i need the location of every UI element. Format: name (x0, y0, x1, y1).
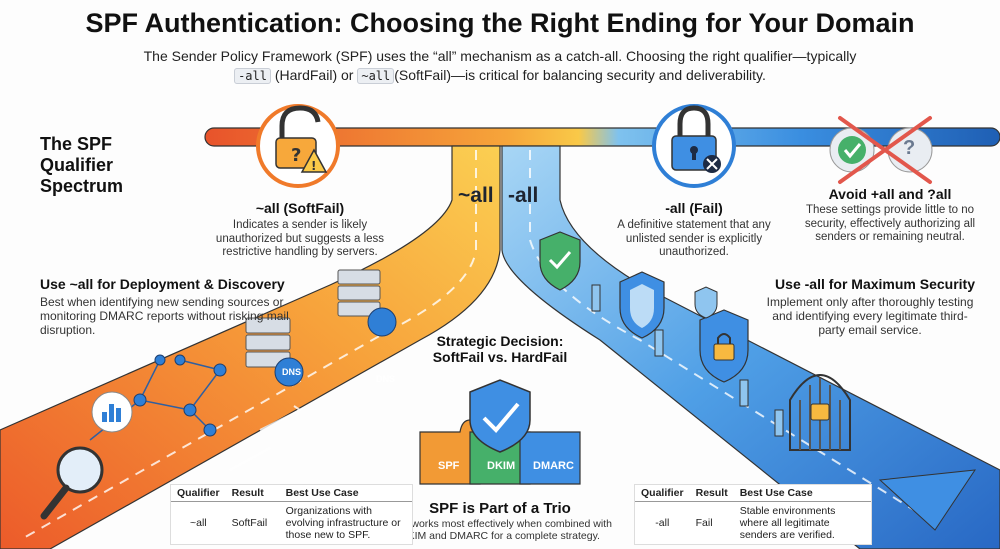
fail-block: -all (Fail) A definitive statement that … (614, 200, 774, 260)
maxsec-text: Implement only after thoroughly testing … (766, 295, 974, 337)
table-left-header-result: Result (225, 485, 280, 502)
dns-server-icon-1 (337, 269, 397, 337)
table-cell-qualifier: -all (635, 501, 690, 544)
table-right-header-result: Result (689, 485, 734, 502)
softfail-text: Indicates a sender is likely unauthorize… (215, 219, 385, 258)
network-nodes (89, 354, 227, 441)
table-cell-result: SoftFail (225, 501, 280, 544)
table-right-header-qualifier: Qualifier (635, 485, 690, 502)
blue-shield-icon (619, 271, 665, 339)
avoid-block: Avoid +all and ?all These settings provi… (800, 186, 980, 245)
open-lock-warning-icon: ? ! (256, 104, 340, 188)
post-icons (591, 284, 784, 437)
dmarc-puzzle-piece (519, 431, 581, 485)
table-row: -all Fail Stable environments where all … (635, 501, 871, 544)
decision-line1: Strategic Decision: (436, 333, 564, 349)
table-cell-use: Stable environments where all legitimate… (733, 501, 871, 544)
maxsec-heading: Use -all for Maximum Security (775, 276, 975, 292)
table-right-header-use: Best Use Case (733, 485, 871, 502)
hardfail-code: -all (234, 68, 271, 84)
gate-icon (789, 374, 851, 451)
decision-line2: SoftFail vs. HardFail (432, 349, 568, 365)
svg-text:!: ! (311, 159, 316, 173)
softfail-code: ~all (357, 68, 395, 84)
arrow-icon (878, 469, 977, 531)
avoid-check-question-icon (829, 116, 933, 184)
fail-heading: -all (Fail) (665, 200, 723, 216)
deploy-text: Best when identifying new sending source… (40, 295, 289, 337)
subtitle-part1: The Sender Policy Framework (SPF) uses t… (143, 48, 857, 64)
maxsec-block: Use -all for Maximum Security Implement … (765, 276, 975, 337)
dns-label-2: DNS (282, 367, 302, 377)
trio-heading: SPF is Part of a Trio (429, 500, 571, 517)
dmarc-label: DMARC (533, 460, 574, 472)
check-shield-icon (469, 379, 531, 453)
table-left-header-use: Best Use Case (279, 485, 412, 502)
avoid-text: These settings provide little to no secu… (804, 204, 976, 243)
spectrum-heading: The SPF Qualifier Spectrum (40, 134, 124, 196)
spectrum-bar (204, 127, 1000, 147)
page-title: SPF Authentication: Choosing the Right E… (85, 8, 915, 38)
chart-bars-icon (91, 391, 133, 433)
table-left-header-qualifier: Qualifier (171, 485, 226, 502)
table-cell-use: Organizations with evolving infrastructu… (279, 501, 412, 544)
hardfail-road (501, 145, 1000, 549)
cross-icon (838, 116, 932, 184)
spf-label: SPF (438, 460, 460, 472)
road-label-softfail: ~all (458, 184, 494, 207)
deploy-heading: Use ~all for Deployment & Discovery (40, 276, 285, 292)
softfail-heading: ~all (SoftFail) (255, 200, 345, 216)
dns-server-icon-2 (245, 317, 304, 387)
road-label-hardfail: -all (508, 184, 539, 207)
deploy-block: Use ~all for Deployment & Discovery Best… (40, 276, 290, 337)
small-check-shield-icon (694, 286, 718, 319)
trio-block: SPF is Part of a Trio SPF works most eff… (385, 500, 615, 542)
subtitle-part2: (HardFail) or (274, 67, 354, 83)
softfail-table: Qualifier Result Best Use Case ~all Soft… (170, 484, 413, 545)
fail-text: A definitive statement that any unlisted… (617, 219, 771, 258)
trio-text: SPF works most effectively when combined… (388, 518, 612, 542)
orange-arrows (229, 405, 302, 471)
avoid-heading: Avoid +all and ?all (828, 186, 952, 202)
dns-label-1: DNS (376, 374, 396, 384)
softfail-block: ~all (SoftFail) Indicates a sender is li… (200, 200, 400, 260)
magnifier-icon (40, 446, 104, 520)
closed-lock-icon (652, 104, 736, 188)
lock-shield-icon (699, 309, 749, 383)
question-icon: ? (903, 137, 916, 159)
table-row: ~all SoftFail Organizations with evolvin… (171, 501, 412, 544)
dkim-label: DKIM (487, 460, 516, 472)
table-cell-result: Fail (689, 501, 734, 544)
decision-block: Strategic Decision: SoftFail vs. HardFai… (410, 333, 590, 365)
fail-table: Qualifier Result Best Use Case -all Fail… (634, 484, 872, 545)
svg-text:?: ? (291, 145, 301, 166)
page-subtitle: The Sender Policy Framework (SPF) uses t… (110, 47, 890, 86)
table-cell-qualifier: ~all (171, 501, 226, 544)
subtitle-part3: (SoftFail)—is critical for balancing sec… (394, 67, 766, 83)
trio-puzzle-icon (419, 379, 581, 485)
green-shield-icon (539, 231, 581, 291)
